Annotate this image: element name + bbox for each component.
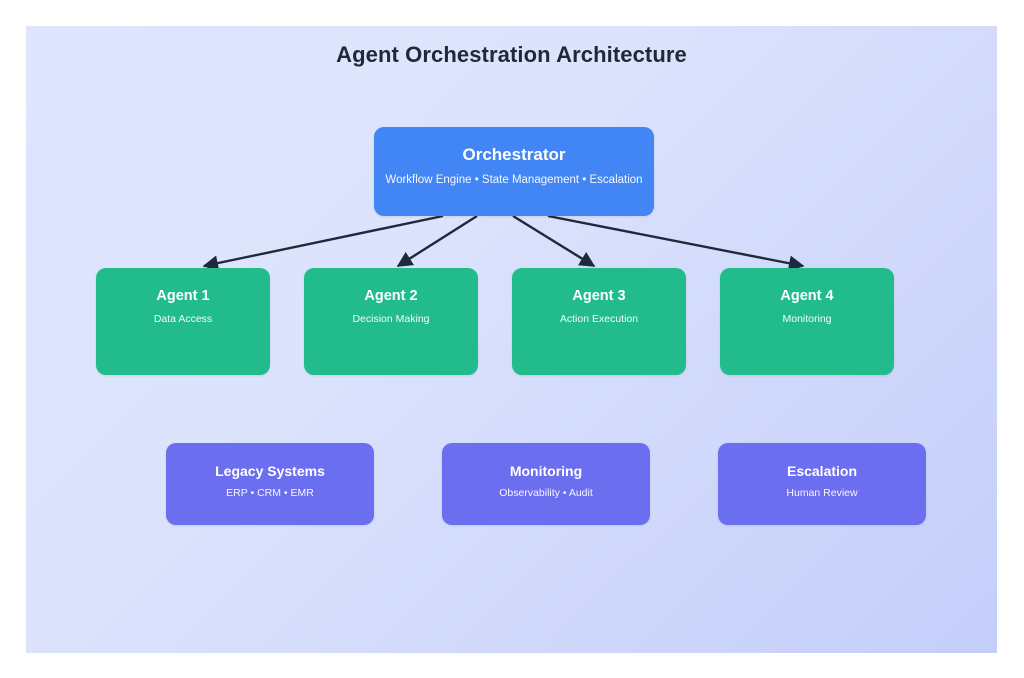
node-monitoring-title: Monitoring [509, 463, 583, 479]
node-agent-4-subtitle: Monitoring [782, 312, 832, 325]
node-agent-1-subtitle: Data Access [153, 312, 213, 325]
diagram-canvas: Agent Orchestration Architecture Orchest… [26, 26, 997, 653]
node-escalation[interactable]: Escalation Human Review [718, 443, 926, 525]
node-agent-3[interactable]: Agent 3 Action Execution [512, 268, 686, 375]
connector-orchestrator-to-agent-4 [547, 214, 805, 271]
node-legacy-systems-title: Legacy Systems [215, 463, 325, 479]
node-agent-1-title: Agent 1 [156, 288, 210, 304]
node-orchestrator[interactable]: Orchestrator Workflow Engine • State Man… [374, 127, 654, 216]
node-orchestrator-title: Orchestrator [462, 145, 566, 164]
node-legacy-systems-subtitle: ERP • CRM • EMR [226, 487, 314, 500]
node-agent-3-title: Agent 3 [572, 288, 626, 304]
node-agent-4-title: Agent 4 [780, 288, 834, 304]
node-agent-2-subtitle: Decision Making [352, 312, 430, 325]
page-title: Agent Orchestration Architecture [336, 42, 687, 67]
node-agent-2[interactable]: Agent 2 Decision Making [304, 268, 478, 375]
connector-orchestrator-to-agent-2 [396, 214, 478, 268]
node-agent-2-title: Agent 2 [364, 288, 418, 304]
node-agent-4[interactable]: Agent 4 Monitoring [720, 268, 894, 375]
connector-orchestrator-to-agent-1 [202, 214, 444, 271]
node-escalation-subtitle: Human Review [786, 487, 858, 500]
node-legacy-systems[interactable]: Legacy Systems ERP • CRM • EMR [166, 443, 374, 525]
node-escalation-title: Escalation [786, 463, 858, 479]
node-agent-1[interactable]: Agent 1 Data Access [96, 268, 270, 375]
node-monitoring[interactable]: Monitoring Observability • Audit [442, 443, 650, 525]
connector-orchestrator-to-agent-3 [512, 214, 596, 268]
node-agent-3-subtitle: Action Execution [559, 312, 639, 325]
node-orchestrator-subtitle: Workflow Engine • State Management • Esc… [385, 173, 643, 186]
node-monitoring-subtitle: Observability • Audit [499, 487, 593, 500]
